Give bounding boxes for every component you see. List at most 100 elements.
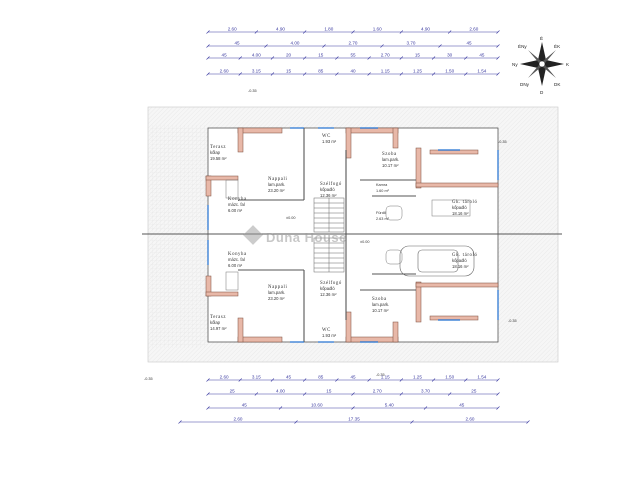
room-wc-top: WC 1.93 m² — [322, 134, 337, 144]
dimension-tick — [431, 72, 436, 76]
dimension-label: 15 — [318, 53, 324, 58]
dimension-label: 1.25 — [413, 375, 422, 380]
watermark: Duna House — [243, 225, 346, 245]
dimension-label: 20 — [286, 53, 292, 58]
room-material: kőpadló — [452, 258, 467, 263]
staircase-top — [313, 197, 345, 233]
room-material: lam.park. — [268, 182, 285, 187]
room-area: 12.36 m² — [320, 292, 337, 297]
room-material: kőpadló — [320, 187, 335, 192]
room-material: lam.park. — [372, 302, 389, 307]
dimension-label: 1.80 — [324, 27, 333, 32]
dimension-tick — [367, 72, 371, 76]
room-area: 10.17 m² — [372, 308, 389, 313]
dimension-tick — [206, 378, 210, 382]
car-icon — [399, 245, 475, 277]
room-terrace-top: Terasz kőlap 19.58 m² — [210, 145, 227, 161]
dimension-tick — [270, 72, 275, 76]
room-area: 18.16 m² — [452, 211, 469, 216]
terrace-paving-top — [150, 125, 208, 232]
dimension-label: 2.60 — [220, 375, 229, 380]
dimension-label: 45 — [222, 53, 228, 58]
dimension-label: 1.15 — [381, 375, 390, 380]
dimension-tick — [206, 406, 210, 410]
dimension-label: 2.60 — [234, 417, 243, 422]
room-wc-bottom: WC 1.93 m² — [322, 328, 337, 338]
dimension-tick — [270, 378, 275, 382]
room-area: 6.00 m² — [228, 208, 243, 213]
dimension-label: 2.60 — [466, 417, 475, 422]
room-name: Gk. tároló — [452, 200, 477, 205]
room-name: Gk. tároló — [452, 253, 477, 258]
dimension-tick — [206, 56, 210, 60]
dimension-tick — [464, 72, 468, 76]
dimension-tick — [302, 72, 307, 76]
dimension-label: 3.15 — [252, 375, 261, 380]
compass-label: ÉNy — [518, 43, 527, 49]
dimension-label: 1.25 — [413, 69, 422, 74]
room-living-bottom: Nappali lam.park. 23.20 m² — [268, 285, 287, 301]
dimension-label: 15 — [286, 69, 292, 74]
dimension-tick — [380, 44, 384, 48]
room-area: 19.58 m² — [210, 156, 227, 161]
level-marker: -0.35 — [376, 373, 385, 377]
dimension-label: 2.60 — [228, 27, 237, 32]
compass-label: É — [540, 35, 543, 41]
dimension-tick — [399, 378, 404, 382]
dimension-label: 4.00 — [291, 41, 300, 46]
compass-label: DNy — [520, 82, 530, 87]
room-material: mázc. fal — [228, 202, 245, 207]
dimension-tick — [302, 30, 307, 34]
compass-label: K — [566, 62, 570, 67]
dimension-tick — [496, 44, 500, 48]
inner-walls — [238, 128, 416, 342]
dimension-tick — [335, 378, 339, 382]
room-bedroom-bottom: Szoba lam.park. 10.17 m² — [372, 297, 389, 313]
dimension-label: 45 — [242, 403, 248, 408]
room-area: 1.93 m² — [322, 139, 337, 144]
room-material: lam.park. — [268, 290, 285, 295]
room-name: WC — [322, 328, 331, 333]
dimension-label: 45 — [459, 403, 465, 408]
dimension-tick — [496, 72, 500, 76]
room-material: kőpadló — [320, 286, 335, 291]
dimension-tick — [423, 406, 428, 410]
dimension-tick — [399, 72, 404, 76]
dimension-tick — [206, 30, 210, 34]
room-kitchen-bottom: Konyha mázc. fal 6.00 m² — [228, 252, 246, 268]
room-area: 10.17 m² — [382, 163, 399, 168]
dimension-tick — [238, 378, 242, 382]
level-marker: -0.35 — [498, 140, 507, 144]
dimension-tick — [438, 44, 442, 48]
dimension-tick — [254, 30, 259, 34]
room-area: 14.97 m² — [210, 326, 227, 331]
room-area: 1.60 m² — [376, 189, 390, 193]
dimension-tick — [206, 72, 210, 76]
room-name: Kamra — [376, 183, 388, 187]
dimension-tick — [351, 392, 355, 396]
dimension-tick — [294, 420, 298, 424]
compass-label: Ny — [512, 62, 518, 67]
dimension-tick — [206, 392, 210, 396]
dimension-tick — [496, 56, 500, 60]
dimension-label: 45 — [466, 41, 472, 46]
windows — [207, 127, 499, 343]
room-name: Szélfogó — [320, 182, 342, 187]
room-garage-bottom: Gk. tároló kőpadló 18.16 m² — [452, 253, 477, 269]
dimension-tick — [335, 72, 339, 76]
dimension-tick — [278, 406, 283, 410]
room-area: 23.20 m² — [268, 296, 285, 301]
dimension-tick — [367, 56, 371, 60]
wall-group — [205, 127, 499, 343]
room-bedroom-top: Szoba lam.park. 10.17 m² — [382, 152, 399, 168]
dimension-label: 3.15 — [252, 69, 261, 74]
dimension-tick — [410, 420, 414, 424]
room-area: 6.00 m² — [228, 263, 243, 268]
dimension-tick — [496, 30, 500, 34]
room-name: Konyha — [228, 197, 247, 202]
dimension-label: 1.54 — [477, 69, 486, 74]
level-marker: ±0.00 — [360, 240, 369, 244]
dimension-label: 2.60 — [469, 27, 478, 32]
dimension-label: 15 — [415, 53, 421, 58]
